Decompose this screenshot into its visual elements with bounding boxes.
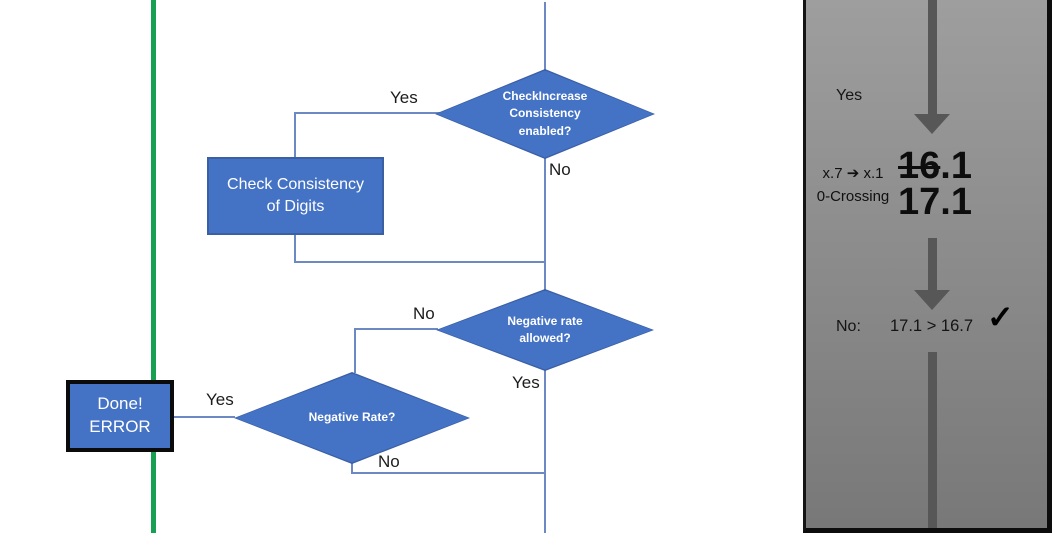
- process-check-consistency-of-digits: Check Consistency of Digits: [207, 157, 384, 235]
- decision-negative-rate: Negative Rate?: [234, 372, 470, 464]
- arrow-down-icon: [928, 0, 937, 116]
- check-icon: ✓: [987, 299, 1014, 335]
- decision-negative-rate-allowed: Negative rate allowed?: [436, 289, 654, 371]
- example-trace-panel: Yes x.7 ➔ x.1 0-Crossing 16.1 17.1 No: 1…: [803, 0, 1052, 533]
- diamond-label: Negative Rate?: [235, 373, 469, 463]
- connector-yes1-vertical: [294, 112, 296, 158]
- arrow-down-icon: [914, 114, 950, 134]
- new-value: 17.1: [898, 181, 972, 223]
- branch-label-no: No: [549, 160, 571, 179]
- arrow-down-icon: [914, 290, 950, 310]
- mapping-line2: 0-Crossing: [816, 188, 890, 205]
- mapping-note: x.7 ➔ x.1 0-Crossing: [806, 162, 900, 208]
- diamond-label: Negative rate allowed?: [437, 290, 653, 370]
- value-comparison: 16.1 17.1: [898, 145, 972, 223]
- mapping-line1: x.7 ➔ x.1: [822, 165, 884, 182]
- connector-lower-vertical: [544, 370, 546, 533]
- connector-yes1-horizontal: [294, 112, 442, 114]
- connector-no2-horizontal: [354, 328, 438, 330]
- connector-top-vertical: [544, 2, 546, 70]
- branch-label-no: No: [413, 304, 435, 323]
- connector-no2-vertical: [354, 328, 356, 373]
- connector-no3-horizontal: [351, 472, 546, 474]
- panel-no-label: No:: [836, 318, 861, 335]
- old-value: 16.1: [898, 145, 972, 187]
- branch-label-yes: Yes: [206, 390, 234, 409]
- connector-d3-bottom-vertical: [351, 462, 353, 474]
- terminal-done-error: Done! ERROR: [66, 380, 174, 452]
- connector-rect-horizontal: [294, 261, 546, 263]
- panel-yes-label: Yes: [836, 87, 863, 104]
- branch-label-yes: Yes: [512, 373, 540, 392]
- arrow-down-icon: [928, 352, 937, 528]
- comparison-text: 17.1 > 16.7: [890, 317, 974, 335]
- diamond-label: CheckIncrease Consistency enabled?: [436, 70, 654, 158]
- arrow-down-icon: [928, 238, 937, 292]
- green-guide-line: [151, 0, 156, 533]
- old-value-struck: 16: [898, 145, 941, 187]
- branch-label-yes: Yes: [390, 88, 418, 107]
- decision-check-increase-consistency: CheckIncrease Consistency enabled?: [435, 69, 655, 159]
- old-value-rest: .1: [940, 145, 972, 187]
- connector-mid-vertical: [544, 158, 546, 290]
- connector-yes3-horizontal: [172, 416, 235, 418]
- branch-label-no: No: [378, 452, 400, 471]
- connector-rect-bottom-vertical: [294, 235, 296, 263]
